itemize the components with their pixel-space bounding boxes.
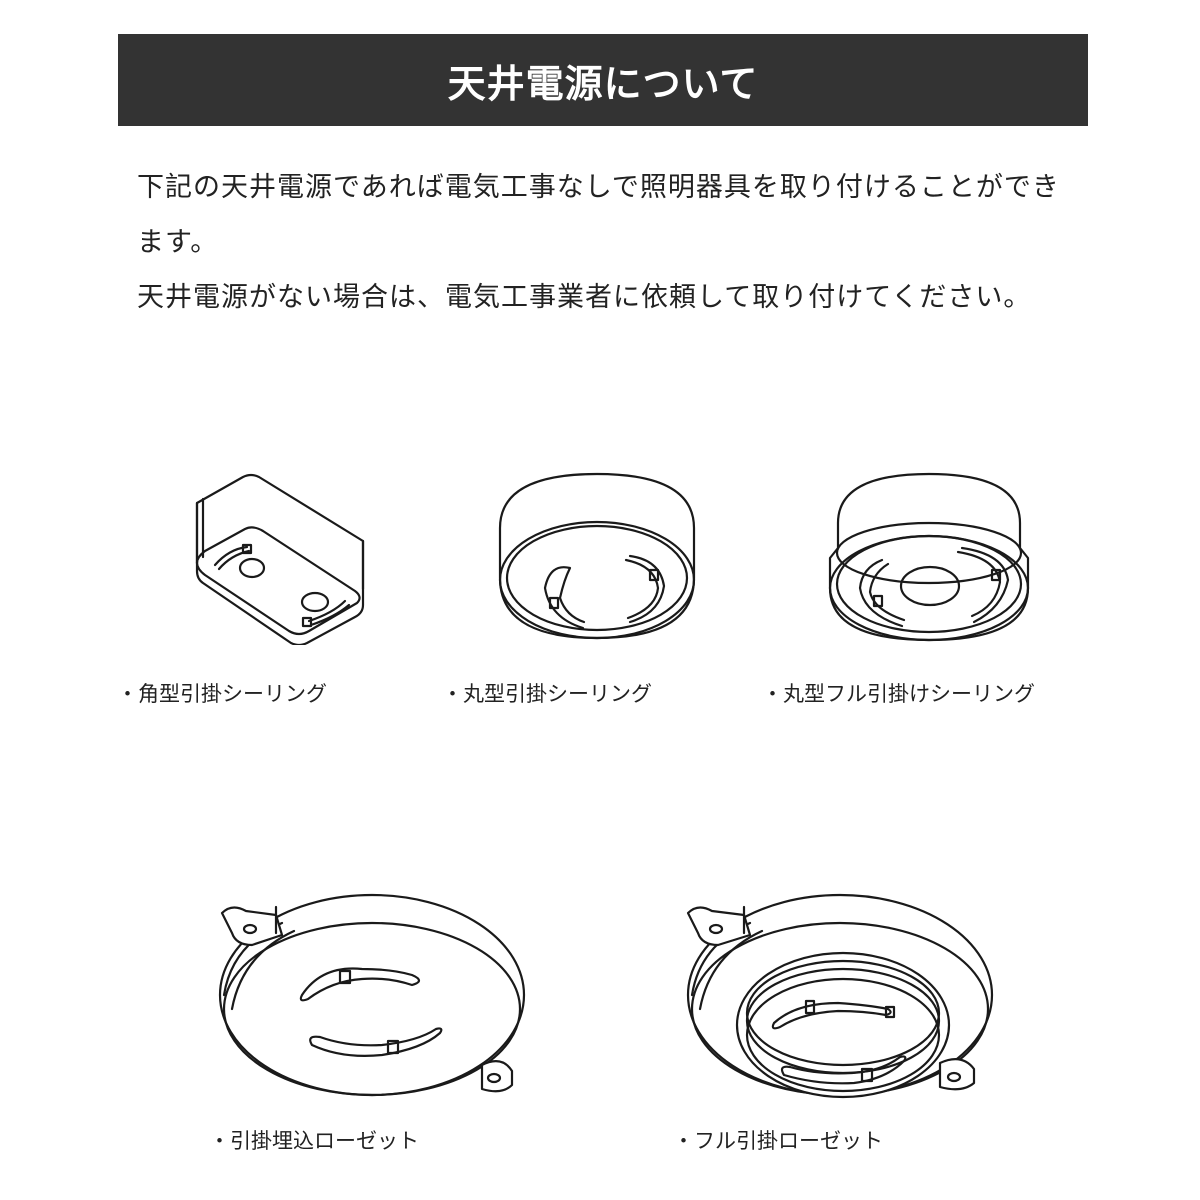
- intro-paragraph-1: 下記の天井電源であれば電気工事なしで照明器具を取り付けることができます。: [137, 172, 1060, 258]
- label-round-full-hook-ceiling: ・丸型フル引掛けシーリング: [762, 682, 1035, 706]
- full-hook-rosette-icon: [686, 893, 994, 1099]
- ceiling-type-square-hook: ・角型引掛シーリング: [117, 465, 375, 706]
- ceiling-type-full-hook-rosette: ・フル引掛ローゼット: [673, 885, 998, 1153]
- round-full-hook-ceiling-icon: [828, 472, 1030, 642]
- label-square-hook-ceiling: ・角型引掛シーリング: [117, 682, 327, 706]
- round-hook-ceiling-icon: [498, 472, 696, 640]
- embedded-hook-rosette-icon: [218, 893, 526, 1097]
- intro-paragraph-2: 天井電源がない場合は、電気工事業者に依頼して取り付けてください。: [137, 282, 1032, 313]
- label-embedded-hook-rosette: ・引掛埋込ローゼット: [209, 1129, 419, 1153]
- intro-text: 下記の天井電源であれば電気工事なしで照明器具を取り付けることができます。 天井電…: [137, 160, 1077, 325]
- label-full-hook-rosette: ・フル引掛ローゼット: [673, 1129, 883, 1153]
- section-header: 天井電源について: [118, 34, 1088, 126]
- label-round-hook-ceiling: ・丸型引掛シーリング: [442, 682, 652, 706]
- ceiling-type-round-full-hook: ・丸型フル引掛けシーリング: [762, 468, 1037, 706]
- square-hook-ceiling-icon: [195, 473, 365, 645]
- page-title: 天井電源について: [447, 61, 759, 106]
- ceiling-type-round-hook: ・丸型引掛シーリング: [442, 468, 705, 706]
- ceiling-type-embedded-hook-rosette: ・引掛埋込ローゼット: [209, 885, 532, 1153]
